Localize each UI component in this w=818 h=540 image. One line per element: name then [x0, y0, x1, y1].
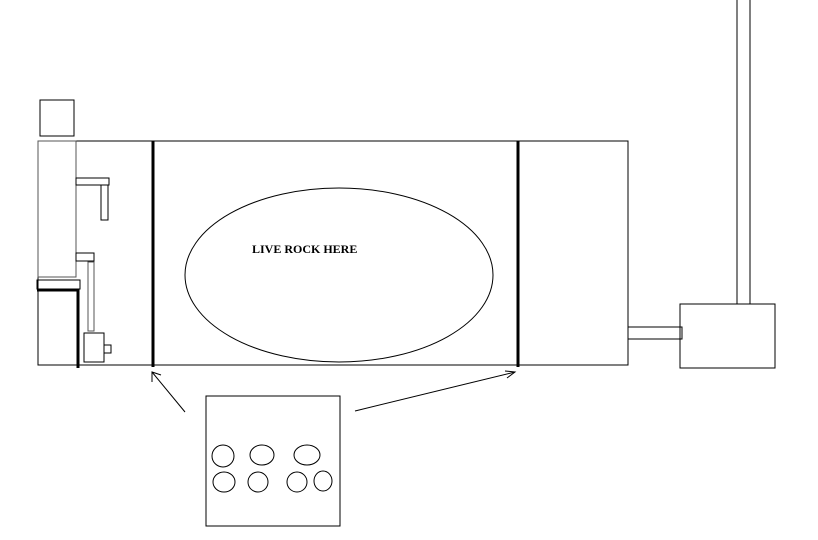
hole	[293, 444, 321, 466]
skimmer-pump	[83, 332, 105, 363]
arrow-left-shaft	[151, 371, 186, 413]
return-pipe-vertical	[736, 0, 751, 305]
live-rock-label: LIVE ROCK HERE	[252, 242, 357, 256]
pump-inlet-vertical	[87, 261, 95, 332]
skimmer-chamber-baffle	[37, 288, 80, 368]
baffle-holes	[211, 444, 333, 493]
arrow-left-head	[151, 371, 162, 382]
return-pump-box	[679, 303, 776, 369]
live-rock-area	[184, 187, 494, 363]
pump-inlet-horizontal	[75, 252, 95, 262]
arrow-right-shaft	[354, 371, 516, 412]
hole	[211, 444, 235, 468]
baffle-detail-panel	[205, 395, 341, 527]
hole	[249, 444, 275, 466]
skimmer-outlet-vertical	[100, 184, 109, 221]
hole	[212, 471, 236, 493]
skimmer-ledge	[36, 279, 81, 290]
hole	[247, 471, 269, 493]
arrow-right-head	[504, 370, 517, 379]
skimmer-body	[37, 140, 77, 278]
hole	[286, 471, 308, 493]
hole	[313, 470, 333, 492]
skimmer-pump-nozzle	[103, 344, 112, 354]
return-pipe-horizontal	[627, 326, 683, 340]
skimmer-cup	[39, 99, 75, 137]
skimmer-outlet-horizontal	[75, 177, 110, 186]
